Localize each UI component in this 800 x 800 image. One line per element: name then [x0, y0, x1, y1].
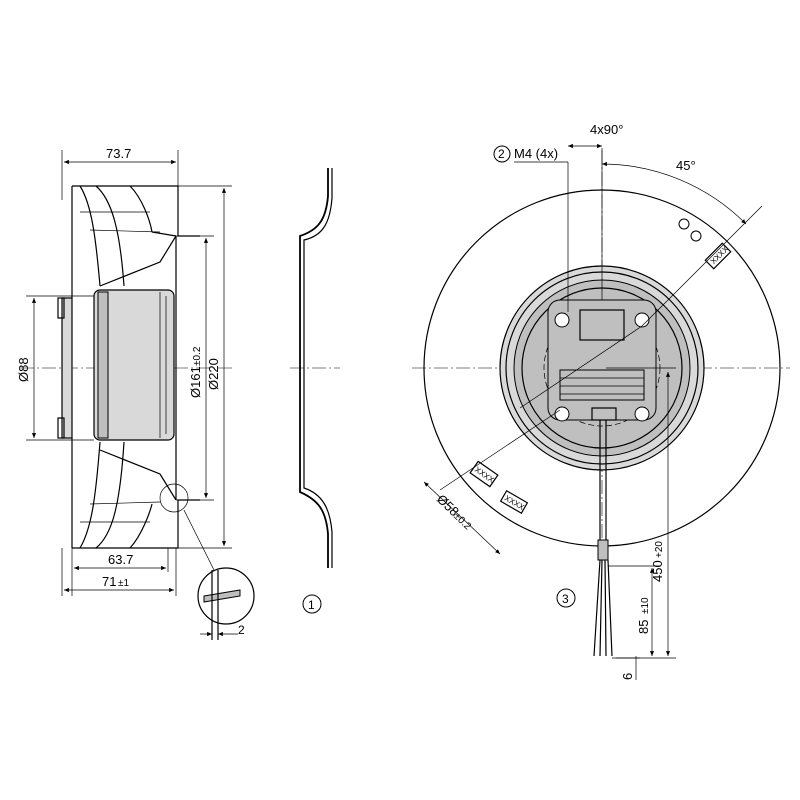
marker-2-label: 2 [498, 147, 505, 161]
thread-label: M4 (4x) [514, 146, 558, 161]
angle-arc [601, 161, 747, 225]
mount-hole-4 [634, 406, 650, 422]
outer-diameter-label: Ø220 [206, 358, 221, 390]
angle-label: 45° [676, 158, 696, 173]
ring-tolerance-label: ±0.2 [192, 346, 203, 366]
marker-1 [302, 594, 322, 614]
side-view: 2 73.7 Ø88 Ø161 ±0.2 Ø220 63.7 7 [16, 146, 255, 640]
wire-end-label: 6 [620, 673, 635, 680]
overall-tolerance-label: ±1 [118, 578, 129, 589]
pattern-label: 4x90° [590, 122, 623, 137]
mount-hole-2 [634, 312, 650, 328]
detail-marker [159, 483, 189, 513]
overall-width-label: 71 [102, 574, 116, 589]
mount-hole-3 [554, 406, 570, 422]
inlet-ring-profile [299, 168, 329, 568]
profile-view: 1 [290, 168, 340, 614]
ring-diameter-label: Ø161 [188, 366, 203, 398]
strip-length-label: 85 [636, 620, 651, 634]
strip-tolerance-label: ±10 [640, 597, 651, 614]
hub-flange [61, 297, 73, 439]
cable-tolerance-label: +20 [654, 541, 665, 558]
motor-housing [93, 289, 175, 441]
motor-rotor-band [97, 291, 109, 439]
bolt-tolerance-label: ±0.2 [451, 511, 473, 533]
marker-2 [493, 145, 511, 163]
front-view: XXXX XXXX XXXX 450 +20 85 ±10 6 [412, 122, 790, 680]
width-total-label: 73.7 [106, 146, 131, 161]
marker-1-label: 1 [308, 598, 315, 612]
detail-thickness-label: 2 [238, 623, 245, 637]
inner-width-label: 63.7 [108, 552, 133, 567]
hub-diameter-label: Ø88 [16, 357, 31, 382]
detail-circle [197, 567, 255, 625]
marker-3 [556, 588, 576, 608]
mount-hole-1 [554, 312, 570, 328]
marker-3-label: 3 [562, 592, 569, 606]
